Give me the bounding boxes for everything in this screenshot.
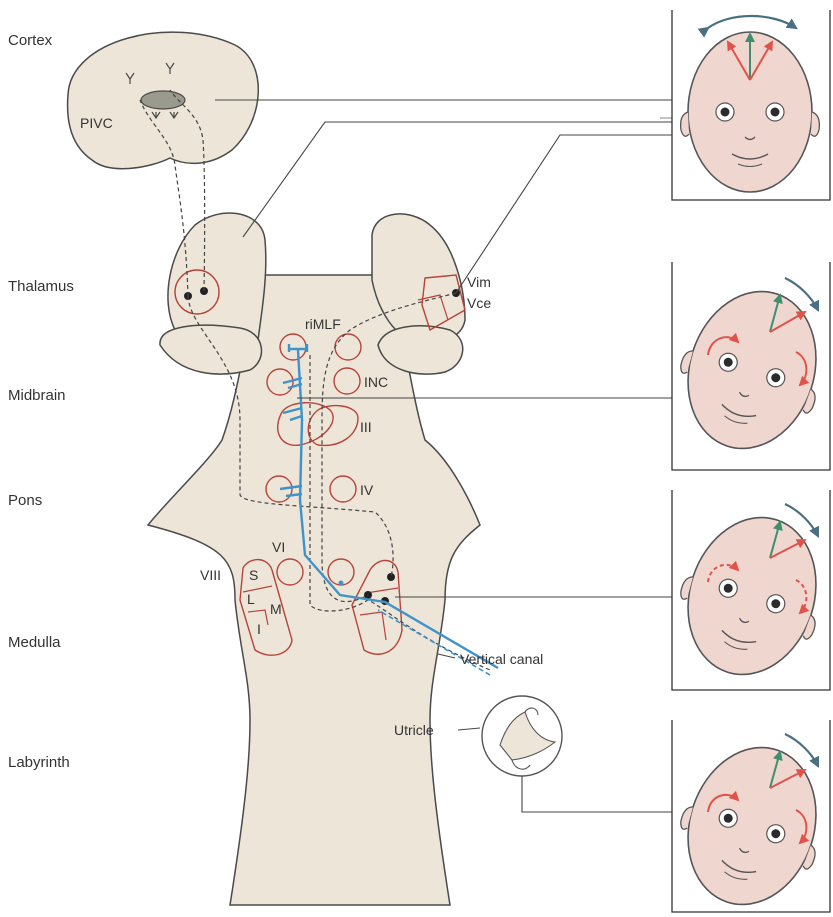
label-s: S xyxy=(249,567,258,583)
label-vertical-canal: Vertical canal xyxy=(460,651,543,667)
label-iv: IV xyxy=(360,482,374,498)
label-pivc: PIVC xyxy=(80,115,113,131)
face-panel-tilted-2 xyxy=(661,490,833,694)
label-l: L xyxy=(247,591,255,607)
label-viii: VIII xyxy=(200,567,221,583)
region-label-cortex: Cortex xyxy=(8,32,53,49)
label-vim: Vim xyxy=(467,274,491,290)
label-vi: VI xyxy=(272,539,285,555)
label-m: M xyxy=(270,601,282,617)
region-label-pons: Pons xyxy=(8,492,42,509)
label-i: I xyxy=(257,621,261,637)
region-label-thalamus: Thalamus xyxy=(8,278,74,295)
face-panel-upright xyxy=(672,10,830,200)
vertical-canal-leader xyxy=(438,654,455,658)
labyrinth-inset xyxy=(482,696,562,776)
face-panel-tilted-1 xyxy=(661,262,833,470)
label-iii: III xyxy=(360,419,372,435)
thalamus-left xyxy=(160,213,266,374)
label-inc: INC xyxy=(364,374,388,390)
region-label-medulla: Medulla xyxy=(8,634,61,651)
label-vce: Vce xyxy=(467,295,491,311)
label-utricle: Utricle xyxy=(394,722,434,738)
region-label-midbrain: Midbrain xyxy=(8,387,66,404)
pathway-node xyxy=(339,581,344,586)
face-panel-tilted-3 xyxy=(661,720,833,917)
region-label-labyrinth: Labyrinth xyxy=(8,754,70,771)
utricle-leader xyxy=(458,728,480,730)
thalamus-right xyxy=(372,214,465,374)
label-rimlf: riMLF xyxy=(305,316,341,332)
